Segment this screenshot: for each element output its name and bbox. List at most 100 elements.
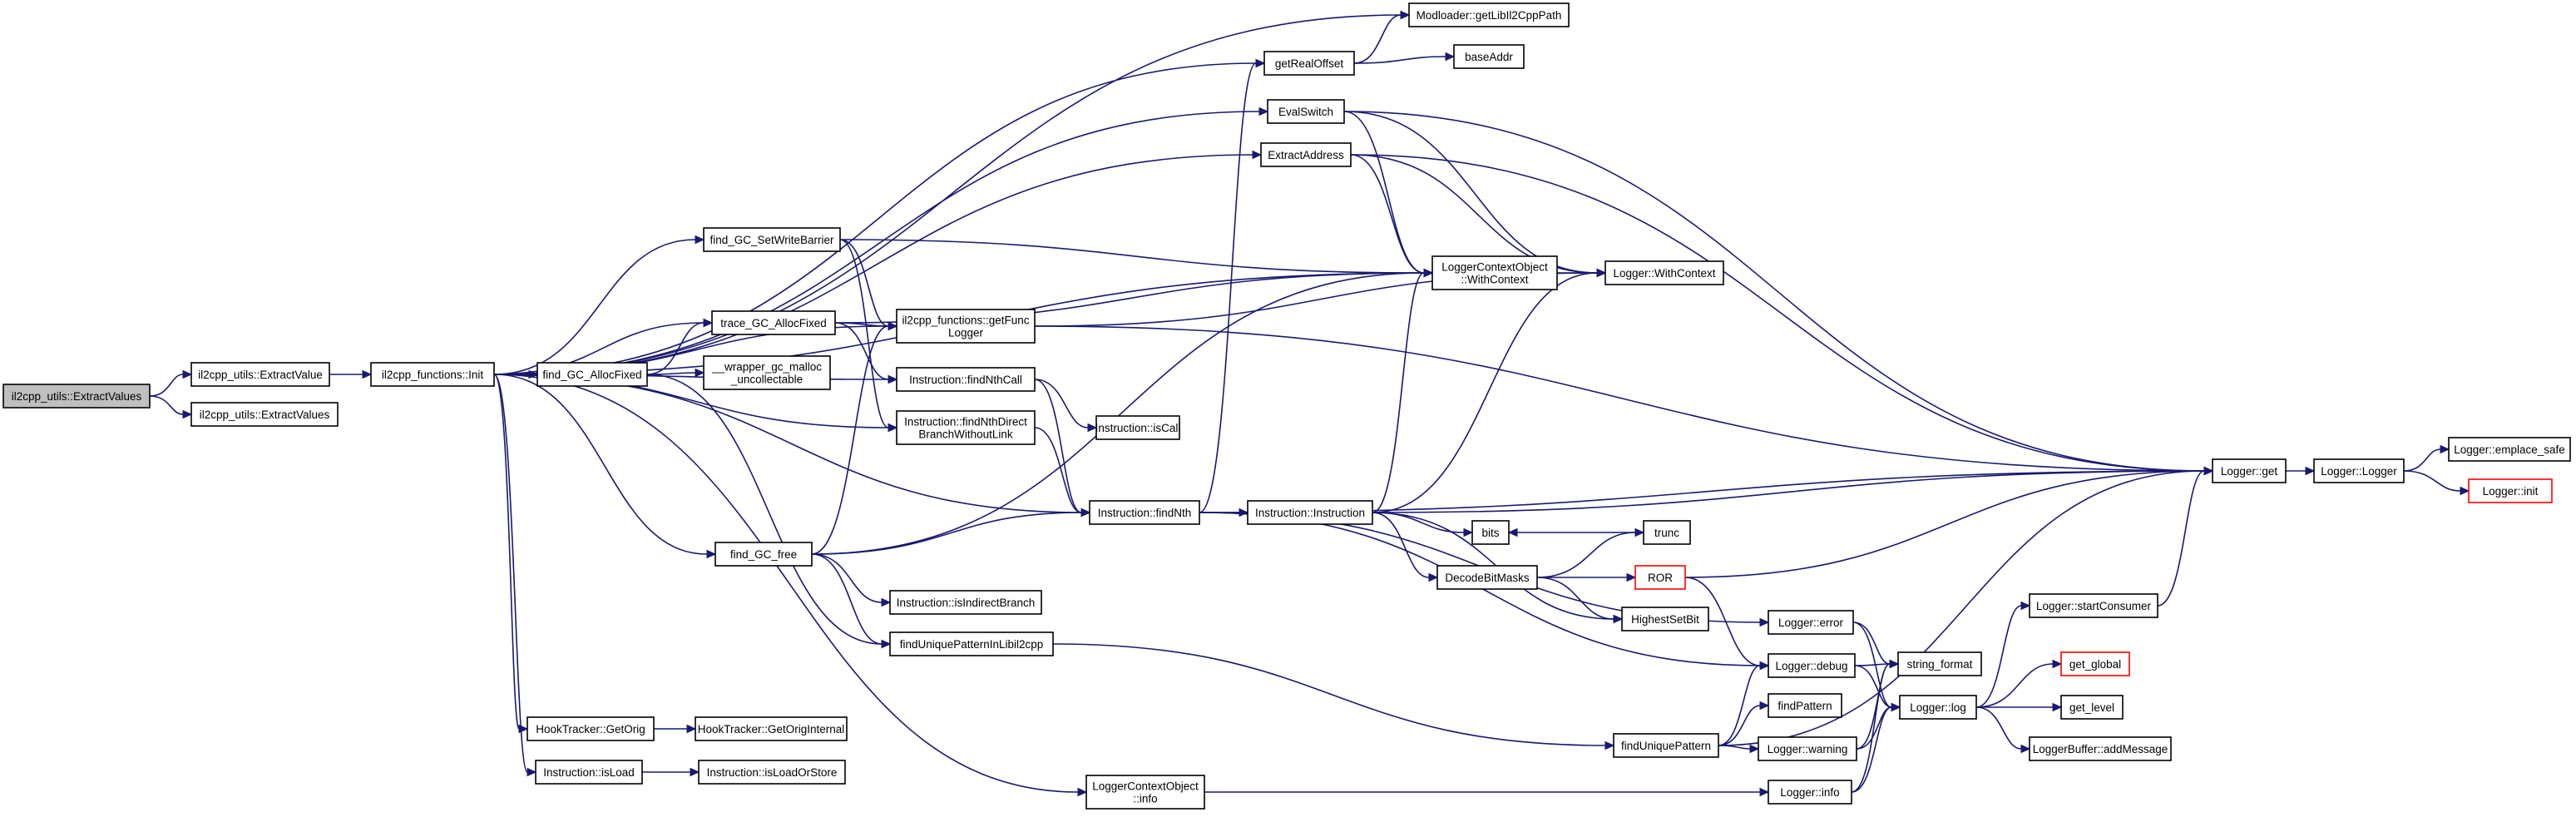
call-edge: [1718, 466, 2214, 746]
function-node[interactable]: findUniquePattern: [1613, 733, 1719, 758]
function-node[interactable]: get_global: [2060, 651, 2130, 676]
arrowhead-icon: [706, 549, 717, 559]
function-node[interactable]: Logger::warning: [1758, 736, 1857, 761]
function-node[interactable]: EvalSwitch: [1267, 99, 1345, 124]
function-node[interactable]: baseAddr: [1453, 44, 1525, 69]
function-node[interactable]: il2cpp_utils::ExtractValue: [190, 362, 330, 387]
function-node[interactable]: Instruction::Instruction: [1247, 500, 1373, 525]
edge-line: [493, 374, 1079, 793]
node-label: BranchWithoutLink: [918, 428, 1013, 441]
edge-line: [1718, 470, 2205, 746]
function-node[interactable]: Instruction::findNthCall: [896, 367, 1036, 392]
function-node[interactable]: Instruction::isLoad: [535, 760, 643, 785]
call-edge: [329, 369, 373, 379]
function-node[interactable]: findUniquePatternInLibil2cpp: [889, 631, 1054, 656]
function-node[interactable]: get_level: [2060, 695, 2124, 720]
function-node[interactable]: Instruction::findNthDirectBranchWithoutL…: [896, 410, 1036, 445]
function-node[interactable]: HookTracker::GetOrigInternal: [695, 716, 848, 741]
node-label: DecodeBitMasks: [1445, 572, 1530, 584]
edge-line: [839, 239, 1425, 274]
function-node[interactable]: DecodeBitMasks: [1436, 565, 1538, 590]
function-node[interactable]: LoggerContextObject::WithContext: [1431, 255, 1558, 290]
function-node[interactable]: Instruction::findNth: [1089, 500, 1200, 525]
node-box: [1634, 565, 1686, 590]
function-node[interactable]: HighestSetBit: [1621, 607, 1709, 631]
function-node[interactable]: ExtractAddress: [1260, 142, 1352, 167]
function-node[interactable]: LoggerBuffer::addMessage: [2029, 736, 2172, 761]
node-label: Instruction::isLoad: [543, 766, 635, 779]
function-node[interactable]: find_GC_SetWriteBarrier: [703, 227, 841, 252]
function-node[interactable]: Logger::info: [1768, 780, 1852, 805]
function-node[interactable]: Logger::debug: [1768, 653, 1856, 678]
function-node[interactable]: find_GC_AllocFixed: [536, 362, 648, 387]
function-node[interactable]: trace_GC_AllocFixed: [711, 310, 836, 335]
call-edge: [1052, 643, 1615, 750]
edge-line: [1851, 706, 1892, 793]
node-label: Logger::error: [1778, 617, 1844, 629]
function-node[interactable]: Instruction::isCall: [1095, 415, 1181, 440]
edge-line: [1372, 272, 1598, 513]
node-box: [1471, 520, 1510, 545]
edge-line: [646, 374, 883, 645]
function-node[interactable]: Logger::log: [1899, 695, 1977, 720]
call-edge: [1034, 379, 1098, 433]
edge-line: [1343, 111, 1425, 274]
call-edge: [1975, 706, 2031, 754]
call-edge: [1536, 527, 1645, 578]
call-edge: [1975, 601, 2031, 708]
arrowhead-icon: [1626, 572, 1637, 582]
node-label: il2cpp_utils::ExtractValues: [200, 409, 330, 421]
call-edge: [1350, 154, 1434, 278]
node-box: [1768, 780, 1852, 805]
node-box: [1613, 733, 1719, 758]
function-node[interactable]: ROR: [1634, 565, 1686, 590]
edge-line: [1034, 379, 1082, 513]
call-edge: [493, 374, 1088, 797]
call-edge: [2403, 470, 2470, 496]
function-node[interactable]: HookTracker::GetOrig: [527, 716, 655, 741]
function-node[interactable]: Logger::init: [2468, 478, 2553, 503]
node-label: _uncollectable: [730, 374, 803, 386]
function-node[interactable]: Modloader::getLibIl2CppPath: [1408, 2, 1570, 27]
function-node[interactable]: find_GC_free: [714, 542, 813, 567]
call-edge: [1718, 661, 1770, 746]
edge-line: [1718, 705, 1761, 746]
function-node[interactable]: Logger::error: [1768, 610, 1854, 635]
node-label: Logger::log: [1910, 701, 1966, 714]
function-node[interactable]: trunc: [1643, 520, 1691, 545]
arrowhead-icon: [1507, 527, 1518, 537]
function-node[interactable]: Instruction::isIndirectBranch: [889, 590, 1042, 615]
arrowhead-icon: [1445, 52, 1456, 62]
edge-line: [493, 111, 1260, 375]
function-node[interactable]: __wrapper_gc_malloc_uncollectable: [703, 355, 831, 390]
edge-line: [1684, 577, 1761, 666]
function-node[interactable]: string_format: [1897, 651, 1982, 676]
function-node[interactable]: Logger::Logger: [2313, 458, 2405, 483]
edge-line: [1372, 470, 2205, 513]
function-node[interactable]: findPattern: [1768, 693, 1842, 718]
node-label: findPattern: [1777, 700, 1832, 712]
node-label: findUniquePatternInLibil2cpp: [900, 638, 1044, 651]
function-node[interactable]: getRealOffset: [1263, 51, 1355, 76]
call-edge: [493, 58, 1266, 375]
function-node[interactable]: Logger::get: [2212, 458, 2287, 483]
node-label: LoggerBuffer::addMessage: [2033, 743, 2168, 755]
edge-line: [2403, 448, 2441, 472]
function-node[interactable]: LoggerContextObject::info: [1085, 775, 1205, 810]
node-label: trace_GC_AllocFixed: [720, 317, 827, 329]
function-node[interactable]: Logger::emplace_safe: [2448, 437, 2571, 462]
node-box: [2212, 458, 2287, 483]
function-node[interactable]: Logger::WithContext: [1604, 260, 1724, 285]
function-node[interactable]: Logger::startConsumer: [2029, 593, 2158, 618]
function-node[interactable]: il2cpp_functions::Init: [370, 362, 495, 387]
edge-line: [1536, 577, 1614, 620]
function-node[interactable]: Instruction::isLoadOrStore: [698, 760, 846, 785]
function-node[interactable]: il2cpp_utils::ExtractValues: [2, 384, 151, 409]
node-label: Logger::WithContext: [1613, 267, 1715, 280]
function-node[interactable]: bits: [1471, 520, 1510, 545]
node-label: il2cpp_functions::getFunc: [902, 314, 1029, 327]
edge-line: [149, 374, 184, 397]
function-node[interactable]: il2cpp_utils::ExtractValues: [190, 402, 339, 427]
arrowhead-icon: [2203, 466, 2214, 476]
